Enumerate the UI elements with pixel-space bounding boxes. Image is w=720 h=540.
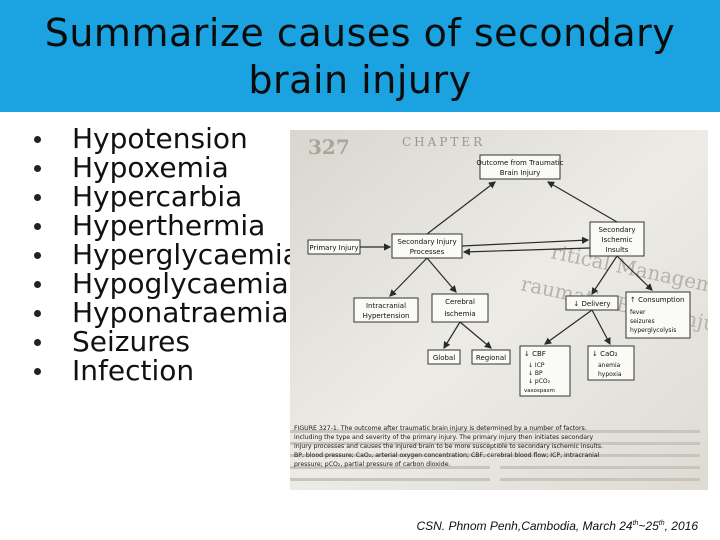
list-item: Hypoglycaemia	[34, 269, 300, 298]
cbf-box	[519, 345, 571, 397]
bullet-icon	[34, 136, 41, 143]
list-item: Hyperthermia	[34, 211, 300, 240]
svg-text:Intracranial: Intracranial	[366, 302, 406, 310]
svg-text:Regional: Regional	[476, 354, 506, 362]
svg-text:Cerebral: Cerebral	[445, 298, 475, 306]
bullet-icon	[34, 223, 41, 230]
svg-text:fever: fever	[630, 309, 646, 316]
list-item: Infection	[34, 356, 300, 385]
svg-text:Processes: Processes	[410, 248, 445, 256]
consumption-box	[625, 291, 691, 339]
svg-text:anemia: anemia	[598, 362, 621, 369]
svg-text:↓ CaO₂: ↓ CaO₂	[592, 350, 618, 358]
svg-text:injury processes and causes th: injury processes and causes the injured …	[294, 443, 603, 450]
regional-box	[471, 349, 511, 365]
global-box	[427, 349, 461, 365]
svg-text:seizures: seizures	[630, 318, 655, 325]
flowchart-figure: CHAPTER 327 ritical Management raumatic …	[290, 130, 708, 490]
textbook-figure-photo: CHAPTER 327 ritical Management raumatic …	[290, 130, 708, 490]
chapter-number: 327	[308, 135, 350, 159]
svg-text:↑ Consumption: ↑ Consumption	[630, 296, 684, 304]
list-item: Hypoxemia	[34, 153, 300, 182]
list-item: Seizures	[34, 327, 300, 356]
svg-text:hyperglycolysis: hyperglycolysis	[630, 327, 676, 334]
bullet-icon	[34, 368, 41, 375]
svg-text:Insults: Insults	[606, 246, 629, 254]
svg-text:Ischemic: Ischemic	[602, 236, 633, 244]
svg-text:Outcome from Traumatic: Outcome from Traumatic	[476, 159, 563, 167]
cerebral-ischemia-box	[431, 293, 489, 323]
bullet-icon	[34, 165, 41, 172]
list-item: Hyponatraemia	[34, 298, 300, 327]
bullet-icon	[34, 194, 41, 201]
ischemic-insults-box	[589, 221, 645, 257]
svg-text:Hypertension: Hypertension	[363, 312, 410, 320]
outcome-box	[479, 154, 561, 180]
cao2-box	[587, 345, 635, 381]
cause-list: Hypotension Hypoxemia Hypercarbia Hypert…	[34, 124, 300, 385]
slide-title-line-2: brain injury	[248, 58, 472, 102]
svg-text:↓ pCO₂: ↓ pCO₂	[528, 378, 551, 385]
title-bar	[0, 0, 720, 112]
svg-text:hypoxia: hypoxia	[598, 371, 622, 378]
svg-text:↓ CBF: ↓ CBF	[524, 350, 546, 358]
svg-text:Secondary: Secondary	[598, 226, 635, 234]
footer-credit: CSN. Phnom Penh,Cambodia, March 24th~25t…	[416, 519, 698, 533]
bullet-icon	[34, 252, 41, 259]
list-item: Hypotension	[34, 124, 300, 153]
slide-title: Summarize causes of secondary brain inju…	[0, 10, 720, 104]
intracranial-box	[353, 297, 419, 323]
bullet-icon	[34, 339, 41, 346]
list-item: Hypercarbia	[34, 182, 300, 211]
background-text	[290, 430, 700, 481]
svg-text:Brain Injury: Brain Injury	[500, 169, 540, 177]
svg-text:FIGURE 327-1. The outcome aft: FIGURE 327-1. The outcome after traumati…	[294, 425, 587, 432]
figure-caption: FIGURE 327-1. The outcome after traumati…	[294, 425, 603, 468]
slide-title-line-1: Summarize causes of secondary	[44, 11, 676, 55]
chapter-label: CHAPTER	[402, 135, 485, 149]
svg-text:Primary Injury: Primary Injury	[309, 244, 358, 252]
svg-text:Ischemia: Ischemia	[444, 310, 475, 318]
svg-text:↓ ICP: ↓ ICP	[528, 362, 545, 369]
svg-text:Secondary Injury: Secondary Injury	[397, 238, 456, 246]
svg-text:↓ Delivery: ↓ Delivery	[573, 300, 610, 308]
bullet-icon	[34, 281, 41, 288]
list-item: Hyperglycaemia	[34, 240, 300, 269]
svg-text:pressure; pCO₂, partial pressu: pressure; pCO₂, partial pressure of carb…	[294, 461, 451, 468]
svg-text:BP, blood pressure; CaO₂, arte: BP, blood pressure; CaO₂, arterial oxyge…	[294, 452, 600, 459]
bullet-icon	[34, 310, 41, 317]
svg-text:↓ BP: ↓ BP	[528, 370, 543, 377]
svg-text:including the type and severit: including the type and severity of the p…	[294, 434, 594, 441]
svg-text:Global: Global	[433, 354, 455, 362]
svg-text:vasospasm: vasospasm	[524, 388, 555, 394]
